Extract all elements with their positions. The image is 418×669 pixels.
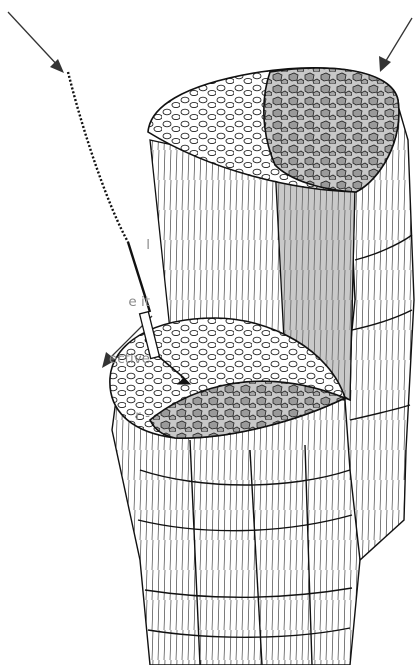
pointer-arrow-left	[8, 12, 64, 73]
annotation-text: l e it ective r -	[0, 198, 150, 464]
annotation-line-1: l	[0, 236, 150, 255]
annotation-line-4: r -	[0, 407, 150, 426]
pointer-arrow-right	[379, 18, 412, 72]
annotation-line-3: ective	[0, 350, 150, 369]
annotation-line-2: e it	[0, 293, 150, 312]
